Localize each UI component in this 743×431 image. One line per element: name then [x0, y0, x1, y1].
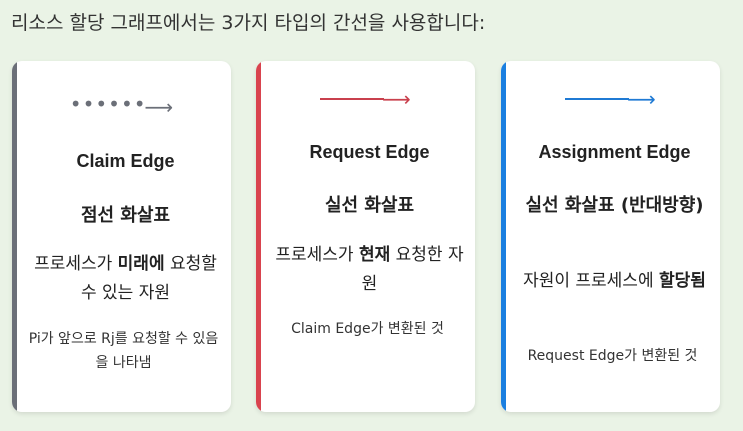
- card-title: Assignment Edge: [538, 142, 691, 162]
- card-title: Claim Edge: [76, 151, 175, 171]
- card-accent-bar: [256, 61, 261, 412]
- dotted-arrow-icon: ••••••⟶: [69, 92, 174, 119]
- assignment-edge-card: ⟶ Assignment Edge 실선 화살표 (반대방향) 자원이 프로세스…: [501, 61, 720, 412]
- card-edge-kind: 점선 화살표: [80, 205, 171, 226]
- card-edge-kind: 실선 화살표: [324, 195, 415, 216]
- request-edge-card: ⟶ Request Edge 실선 화살표 프로세스가 현재 요청한 자원 Cl…: [256, 61, 475, 412]
- card-description: 프로세스가 미래에 요청할 수 있는 자원: [34, 254, 217, 303]
- card-note: Request Edge가 변환된 것: [527, 348, 698, 364]
- solid-arrow-icon: ⟶: [256, 89, 475, 109]
- card-accent-bar: [12, 61, 17, 412]
- card-note: Claim Edge가 변환된 것: [291, 321, 444, 337]
- card-description: 자원이 프로세스에 할당됨: [523, 271, 706, 291]
- card-description: 프로세스가 현재 요청한 자원: [275, 245, 464, 294]
- card-title: Request Edge: [309, 142, 430, 162]
- card-edge-kind: 실선 화살표 (반대방향): [525, 195, 704, 216]
- claim-edge-card: ••••••⟶ Claim Edge 점선 화살표 프로세스가 미래에 요청할 …: [12, 61, 231, 412]
- card-accent-bar: [501, 61, 506, 412]
- card-note: Pi가 앞으로 Rj를 요청할 수 있음을 나타냄: [28, 331, 219, 371]
- reverse-solid-arrow-icon: ⟶: [501, 89, 720, 109]
- intro-text: 리소스 할당 그래프에서는 3가지 타입의 간선을 사용합니다:: [11, 12, 486, 34]
